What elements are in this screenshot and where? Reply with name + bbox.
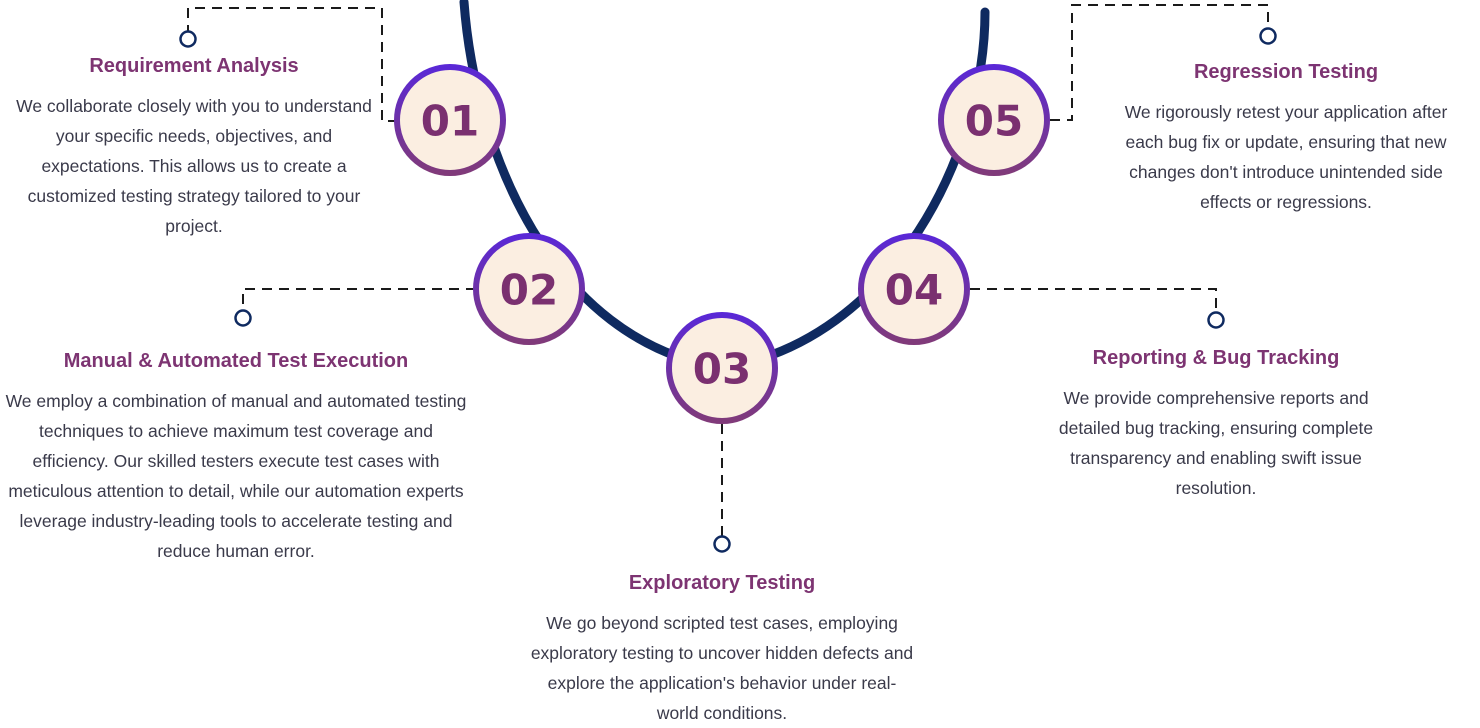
step-title-01: Requirement Analysis	[89, 55, 299, 77]
step-title-05: Regression Testing	[1193, 61, 1379, 83]
step-badge-05: 05	[938, 64, 1050, 176]
connector-line-01	[187, 7, 398, 122]
endpoint-dot-05	[1259, 27, 1277, 45]
step-title-03: Exploratory Testing	[628, 572, 816, 594]
endpoint-dot-02	[234, 309, 252, 327]
step-description-04: We provide comprehensive reports and det…	[1058, 388, 1374, 498]
step-number-03: 03	[693, 345, 751, 394]
endpoint-dot-01	[179, 30, 197, 48]
connector-line-04	[970, 288, 1217, 313]
step-title-04: Reporting & Bug Tracking	[1092, 347, 1340, 369]
step-number-01: 01	[421, 97, 479, 146]
step-number-05: 05	[965, 97, 1023, 146]
endpoint-dot-03	[713, 535, 731, 553]
connector-line-02	[242, 288, 476, 311]
connector-lines	[187, 4, 1269, 536]
step-description-02: We employ a combination of manual and au…	[5, 391, 467, 561]
step-description-05: We rigorously retest your application af…	[1124, 102, 1448, 212]
step-badge-03: 03	[666, 312, 778, 424]
step-badge-01: 01	[394, 64, 506, 176]
step-number-02: 02	[500, 266, 558, 315]
step-title-02: Manual & Automated Test Execution	[63, 350, 409, 372]
step-number-04: 04	[885, 266, 943, 315]
step-badge-04: 04	[858, 233, 970, 345]
step-description-03: We go beyond scripted test cases, employ…	[530, 613, 914, 723]
step-badge-02: 02	[473, 233, 585, 345]
connector-line-05	[1050, 4, 1269, 121]
step-description-01: We collaborate closely with you to under…	[16, 96, 372, 236]
endpoint-dot-04	[1207, 311, 1225, 329]
